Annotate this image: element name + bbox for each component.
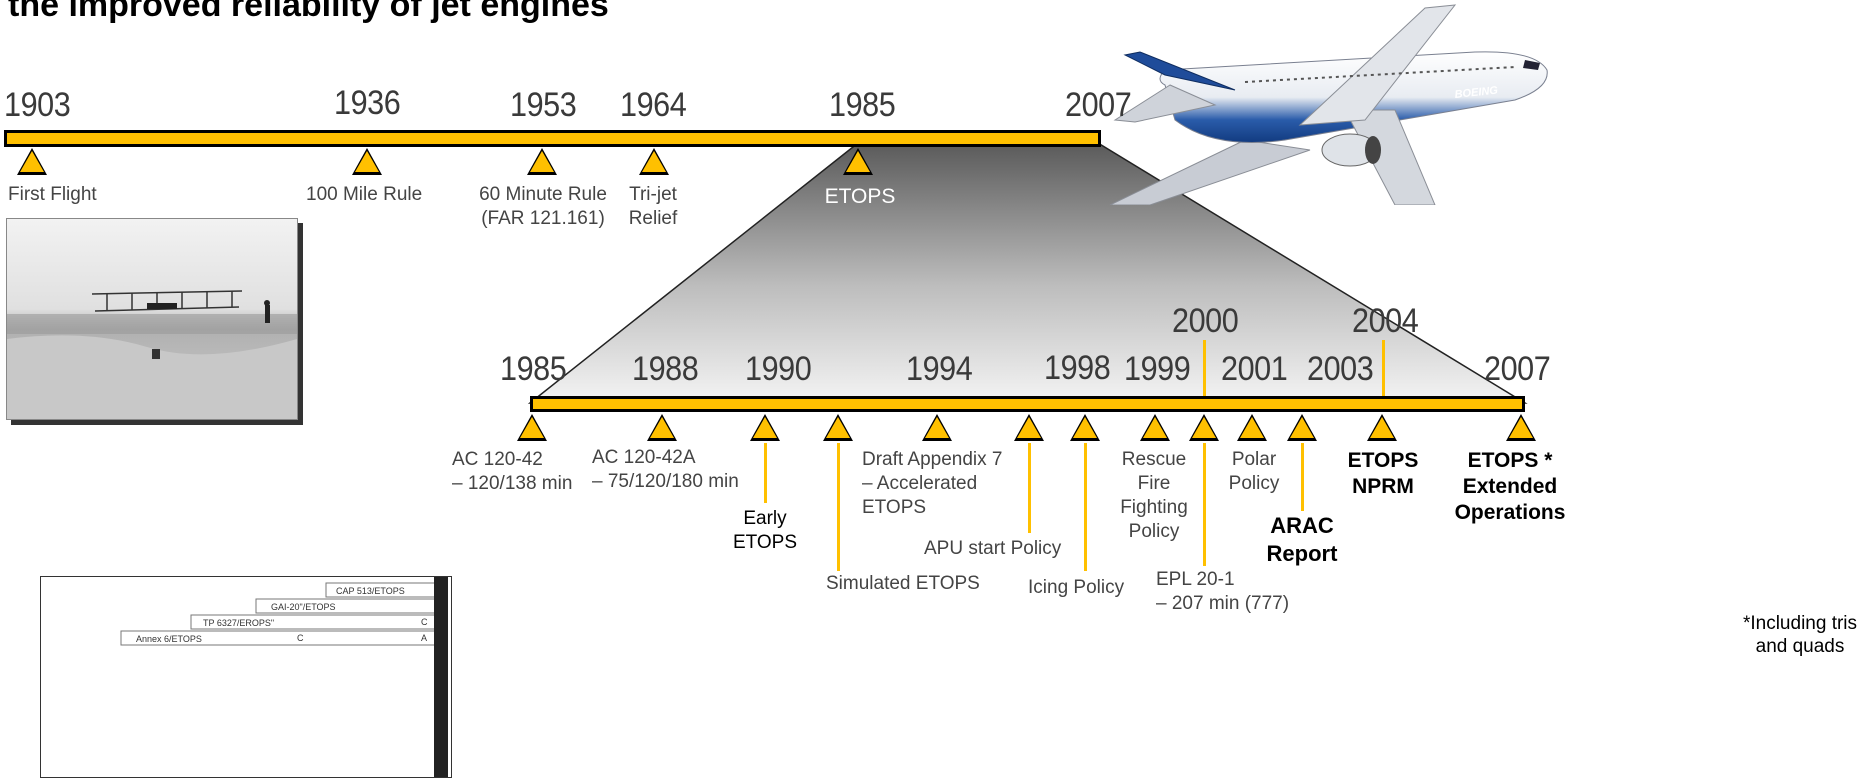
milestone-marker	[1070, 414, 1100, 441]
top-year: 1964	[620, 86, 687, 124]
event-label: Simulated ETOPS	[826, 573, 980, 594]
document-table: CAP 513/ETOPS GAI-20"/ETOPS TP 6327/EROP…	[120, 577, 448, 777]
milestone-marker	[1237, 414, 1267, 441]
event-label: AC 120-42 – 120/138 min	[452, 449, 573, 494]
bottom-year: 1990	[745, 350, 812, 388]
event-label: 100 Mile Rule	[306, 184, 423, 205]
milestone-marker	[1506, 414, 1536, 441]
document-image: CAP 513/ETOPS GAI-20"/ETOPS TP 6327/EROP…	[40, 576, 452, 778]
milestone-marker	[750, 414, 780, 441]
connector-line	[1084, 443, 1087, 571]
top-year: 2007	[1065, 86, 1132, 124]
bottom-year: 2007	[1484, 350, 1551, 388]
top-year: 1903	[4, 86, 71, 124]
doc-letter: C	[421, 617, 428, 627]
doc-header: TP 6327/EROPS"	[203, 618, 274, 628]
milestone-marker	[1367, 414, 1397, 441]
event-label: Icing Policy	[1028, 577, 1125, 598]
doc-letter: C	[297, 633, 304, 643]
milestone-marker	[1189, 414, 1219, 441]
event-label: ETOPS NPRM	[1347, 449, 1419, 498]
milestone-marker	[1140, 414, 1170, 441]
bottom-year: 1998	[1044, 349, 1111, 387]
milestone-marker	[1014, 414, 1044, 441]
bottom-timeline-bar	[530, 396, 1525, 412]
top-year: 1936	[334, 84, 401, 122]
bottom-year: 1985	[500, 350, 567, 388]
page-title: the improved reliability of jet engines	[8, 0, 609, 24]
airplane-tail-number: 777	[1131, 67, 1150, 87]
milestone-marker	[527, 148, 557, 175]
event-label: Polar Policy	[1228, 449, 1280, 494]
event-label: Rescue Fire Fighting Policy	[1120, 449, 1188, 542]
connector-line	[1203, 340, 1206, 396]
doc-letter: A	[421, 633, 427, 643]
connector-line	[837, 443, 840, 571]
footnote: *Including tris and quads	[1742, 613, 1858, 657]
event-label: APU start Policy	[924, 538, 1062, 559]
milestone-marker	[647, 414, 677, 441]
bottom-year: 1994	[906, 350, 973, 388]
doc-header: CAP 513/ETOPS	[336, 586, 405, 596]
bottom-year: 2004	[1352, 302, 1419, 340]
event-label: 60 Minute Rule (FAR 121.161)	[479, 184, 607, 229]
milestone-marker	[843, 148, 873, 175]
connector-line	[1203, 443, 1206, 566]
first-flight-image	[7, 219, 297, 419]
bottom-year: 2001	[1221, 350, 1288, 388]
top-year: 1985	[829, 86, 896, 124]
event-label: Early ETOPS	[732, 508, 798, 553]
bottom-year: 1999	[1124, 350, 1191, 388]
milestone-marker	[352, 148, 382, 175]
connector-line	[1382, 340, 1385, 396]
event-label: AC 120-42A – 75/120/180 min	[592, 447, 739, 492]
bottom-year: 2003	[1307, 350, 1374, 388]
top-timeline-bar	[4, 130, 1101, 147]
airplane-logo: BOEING	[1454, 84, 1499, 101]
first-flight-photo	[6, 218, 298, 420]
milestone-marker	[17, 148, 47, 175]
doc-header: GAI-20"/ETOPS	[271, 602, 336, 612]
milestone-marker	[823, 414, 853, 441]
event-label: Tri-jet Relief	[628, 184, 678, 229]
top-year: 1953	[510, 86, 577, 124]
bottom-year: 2000	[1172, 302, 1239, 340]
bottom-year: 1988	[632, 350, 699, 388]
event-label: ARAC Report	[1266, 513, 1338, 566]
airplane-image: BOEING 777	[1109, 4, 1548, 205]
milestone-marker	[1287, 414, 1317, 441]
event-label: ETOPS	[824, 185, 896, 208]
event-label: ETOPS * Extended Operations	[1454, 449, 1566, 524]
connector-line	[764, 443, 767, 503]
milestone-marker	[639, 148, 669, 175]
event-label: Draft Appendix 7 – Accelerated ETOPS	[862, 449, 1003, 518]
event-label: First Flight	[8, 184, 97, 205]
connector-line	[1301, 443, 1304, 511]
milestone-marker	[922, 414, 952, 441]
doc-header: Annex 6/ETOPS	[136, 634, 202, 644]
event-label: EPL 20-1 – 207 min (777)	[1156, 569, 1290, 614]
milestone-marker	[517, 414, 547, 441]
connector-line	[1028, 443, 1031, 533]
